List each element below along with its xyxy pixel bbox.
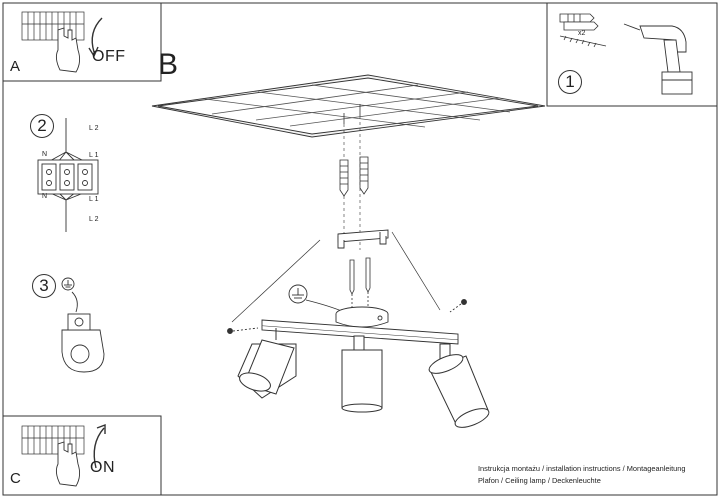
- lamp-ground-icon: [288, 284, 345, 313]
- step1-drill-icon: [623, 23, 693, 95]
- panel-a-action: OFF: [92, 48, 126, 65]
- ceiling-plane: [151, 74, 546, 138]
- step1-number: 1: [558, 70, 582, 94]
- mounting-bracket-icon: [337, 229, 389, 249]
- panel-a-arrow-down-icon: [91, 17, 103, 53]
- panel-b-letter: B: [158, 48, 179, 81]
- panel-a-box: [2, 2, 162, 82]
- step3-number: 3: [32, 274, 56, 298]
- step1-dowels-icon: [559, 13, 599, 31]
- projection-lines: [231, 231, 441, 323]
- spotlight-center: [341, 335, 383, 413]
- side-screws-icon: [227, 299, 467, 334]
- step2-wiring-icon: [37, 118, 99, 232]
- step2-wire-label: L 2: [89, 125, 99, 132]
- mounting-screws-icon: [349, 257, 371, 308]
- panel-step1-box: [546, 2, 718, 107]
- panel-c-box: [2, 415, 162, 496]
- step1-multiplier: x2: [578, 30, 586, 37]
- step1-screw-icon: [559, 35, 607, 48]
- caption-line-1: Instrukcja montażu / installation instru…: [478, 464, 686, 473]
- step2-wire-label: L 1: [89, 196, 99, 203]
- step2-number: 2: [30, 114, 54, 138]
- panel-a-letter: A: [10, 58, 21, 75]
- ceiling-dowels-icon: [339, 156, 369, 197]
- step3-clamp-icon: [61, 313, 105, 373]
- spotlight-left: [237, 328, 297, 399]
- caption-line-2: Plafon / Ceiling lamp / Deckenleuchte: [478, 476, 601, 485]
- panel-c-letter: C: [10, 470, 21, 487]
- panel-c-arrow-up-icon: [93, 427, 105, 469]
- lamp-canopy: [335, 306, 389, 328]
- panel-a-terminal-strip: [21, 11, 85, 41]
- panel-c-terminal-strip: [21, 425, 85, 455]
- step2-wire-label: N: [42, 193, 48, 200]
- panel-c-action: ON: [90, 459, 115, 476]
- spotlight-right: [428, 343, 490, 428]
- panel-a-hand-icon: [55, 27, 81, 73]
- step3-ground-icon: [61, 277, 78, 313]
- step2-wire-label: L 1: [89, 152, 99, 159]
- step2-wire-label: L 2: [89, 216, 99, 223]
- step2-wire-label: N: [42, 151, 48, 158]
- panel-c-hand-icon: [55, 441, 81, 487]
